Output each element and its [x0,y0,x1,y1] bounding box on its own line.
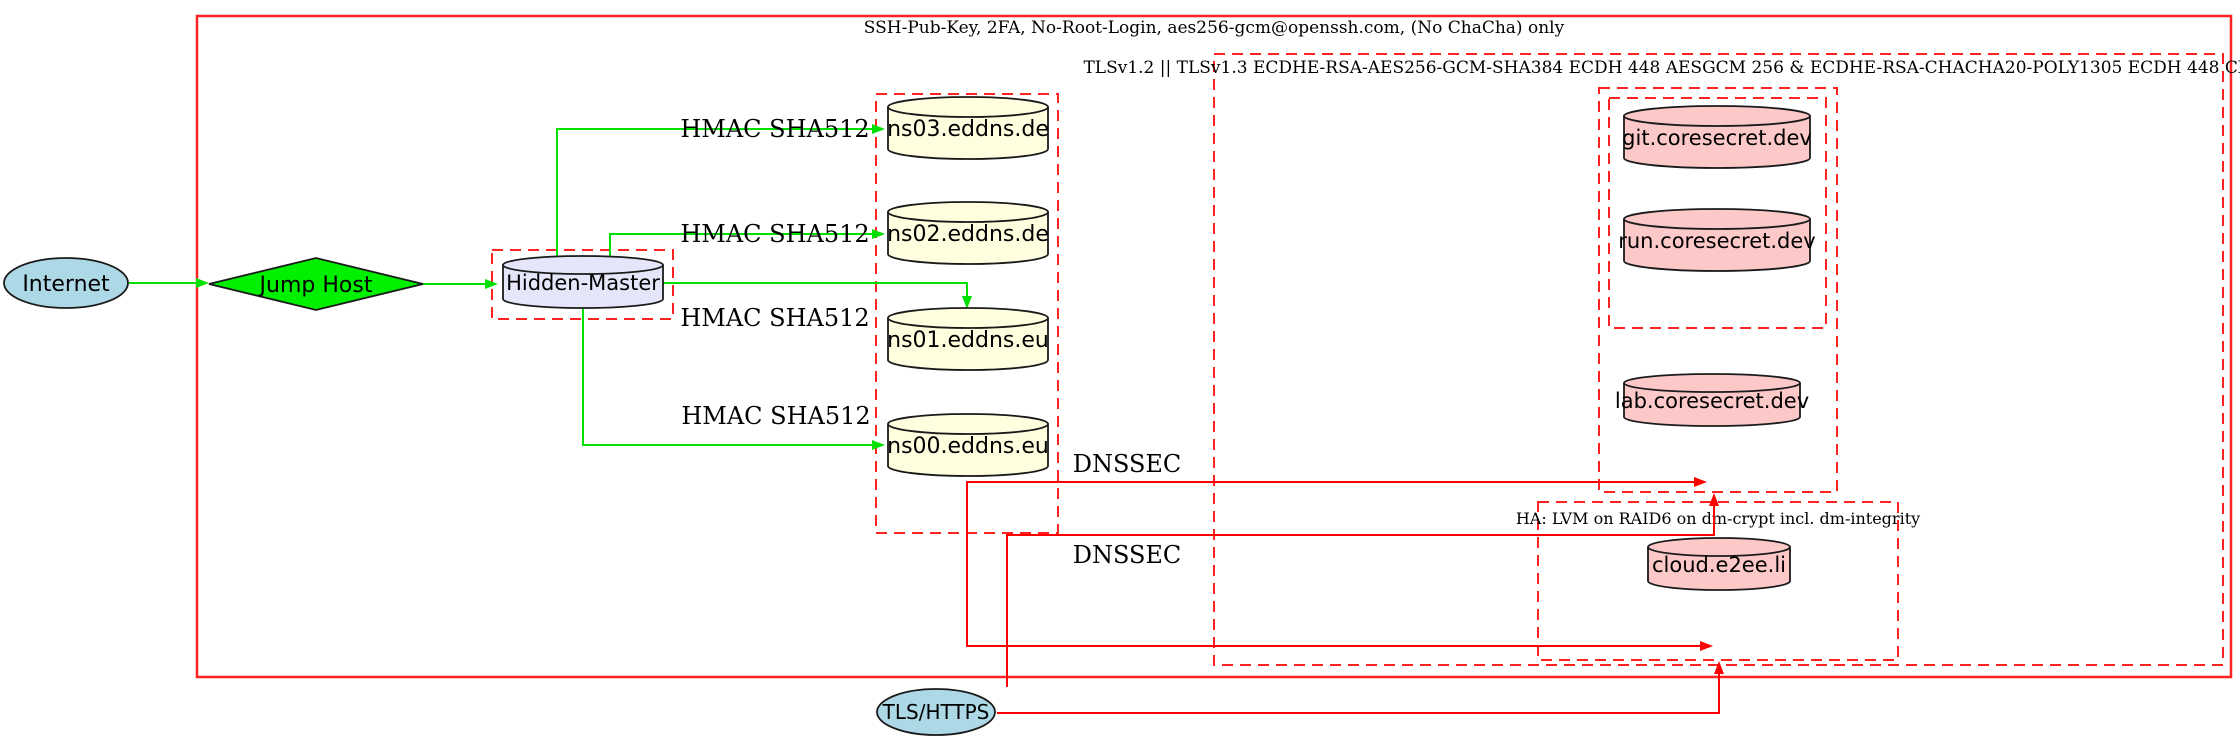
cluster-servers-outer-box [1598,87,1838,493]
edge-dnssec-to-servers [966,477,1707,533]
node-jump-host-label: Jump Host [258,273,373,298]
edge-hiddenmaster-to-ns03 [556,124,885,260]
edge-dnssec-to-ha [966,533,1713,651]
cluster-tls-label: TLSv1.2 || TLSv1.3 ECDHE-RSA-AES256-GCM-… [1083,58,2240,78]
node-run-label: run.coresecret.dev [1618,229,1816,253]
edge-hiddenmaster-to-ns01 [663,282,972,309]
node-lab [1623,373,1801,427]
node-git-label: git.coresecret.dev [1622,126,1812,150]
node-ns00-lip [887,423,1049,435]
edge-hiddenmaster-to-ns00 [582,303,885,450]
node-ns02-lip [887,211,1049,223]
edge-label-hmac-ns00: HMAC SHA512 [681,402,870,430]
cluster-hidden-master-box [491,249,674,320]
edge-label-hmac-ns02: HMAC SHA512 [680,220,869,248]
cluster-ha-label: HA: LVM on RAID6 on dm-crypt incl. dm-in… [1516,509,1920,528]
node-cloud-label: cloud.e2ee.li [1652,553,1786,577]
node-hidden-master-lip [502,264,664,275]
node-git [1623,105,1811,169]
cluster-servers-inner-box [1608,97,1827,329]
node-cloud [1647,537,1791,591]
node-git-lip [1623,115,1811,127]
node-ns00 [887,413,1049,477]
node-ns01 [887,307,1049,371]
edge-tls-to-ha [997,661,1724,714]
node-ns03-lip [887,106,1049,118]
node-ns02 [887,201,1049,265]
node-ns02-label: ns02.eddns.de [887,222,1049,247]
edge-label-hmac-ns03: HMAC SHA512 [680,115,869,143]
node-internet-label: Internet [22,272,110,297]
node-jump-host [208,257,424,311]
edge-label-hmac-ns01: HMAC SHA512 [680,304,869,332]
node-cloud-lip [1647,546,1791,557]
node-ns01-lip [887,317,1049,329]
node-ns01-label: ns01.eddns.eu [887,328,1049,353]
node-hidden-master-label: Hidden-Master [506,271,660,295]
node-lab-lip [1623,382,1801,393]
node-tls-https-label: TLS/HTTPS [882,700,990,724]
edge-tls-to-servers [1006,493,1719,687]
node-internet [3,257,129,309]
node-run-lip [1623,218,1811,230]
node-hidden-master [502,255,664,309]
node-ns03-label: ns03.eddns.de [887,117,1049,142]
node-ns00-label: ns00.eddns.eu [887,434,1049,459]
edge-label-dnssec-b: DNSSEC [1073,541,1182,569]
cluster-ssh-label: SSH-Pub-Key, 2FA, No-Root-Login, aes256-… [864,18,1565,38]
node-lab-label: lab.coresecret.dev [1615,389,1809,413]
node-ns03 [887,96,1049,160]
node-tls-https [876,688,996,736]
cluster-ssh-box [195,14,2233,679]
edge-hiddenmaster-to-ns02 [609,229,885,260]
edge-label-dnssec-a: DNSSEC [1073,450,1182,478]
node-run [1623,208,1811,272]
